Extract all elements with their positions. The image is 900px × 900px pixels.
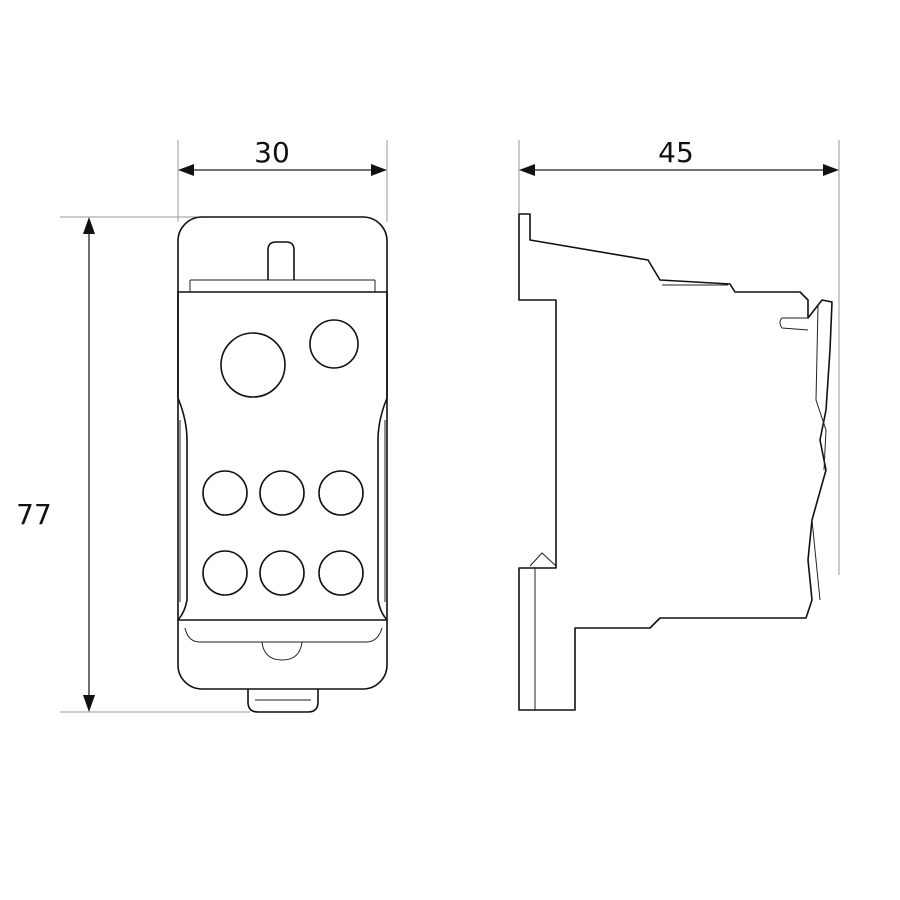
front-housing (177, 216, 388, 690)
large-terminal-hole (220, 332, 286, 398)
small-terminal-hole (259, 470, 305, 516)
front-view (177, 216, 388, 713)
side-view (518, 213, 833, 711)
small-terminal-hole (259, 550, 305, 596)
bottom-clip (247, 689, 319, 713)
side-outline (518, 213, 833, 711)
small-terminal-hole (202, 550, 248, 596)
depth-label: 45 (658, 136, 694, 169)
front-face (177, 291, 388, 621)
width-label: 30 (254, 136, 290, 169)
medium-terminal-hole (309, 319, 359, 369)
small-terminal-hole (318, 470, 364, 516)
top-pin (267, 241, 295, 280)
width-arrow-right (371, 164, 387, 176)
height-dimension: 77 (16, 216, 250, 713)
depth-dimension: 45 (518, 136, 840, 575)
depth-arrow-right (823, 164, 839, 176)
small-terminal-hole (202, 470, 248, 516)
depth-arrow-left (519, 164, 535, 176)
small-terminal-hole (318, 550, 364, 596)
height-label: 77 (16, 498, 52, 531)
height-arrow-bottom (83, 695, 95, 712)
width-arrow-left (178, 164, 194, 176)
width-dimension: 30 (177, 136, 388, 222)
height-arrow-top (83, 217, 95, 234)
